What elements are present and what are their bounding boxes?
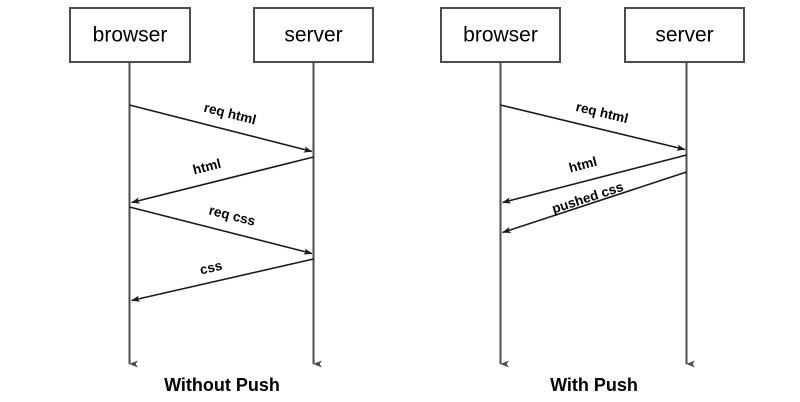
message-arrow-html [131, 156, 314, 204]
message-arrow-req-html [129, 104, 313, 153]
message-req-css: req css [129, 203, 313, 255]
participant-label-server-push: server [655, 24, 713, 47]
participant-label-browser-push: browser [463, 24, 538, 47]
message-pushed-css: pushed css [502, 171, 687, 234]
message-label-html: html [191, 156, 222, 177]
participant-server: server [253, 7, 374, 368]
participant-label-server: server [284, 24, 342, 47]
caption-with-push: With Push [550, 375, 638, 395]
message-arrow-pushed-css [502, 171, 687, 234]
message-req-html: req html [129, 100, 313, 153]
participant-label-browser: browser [93, 24, 168, 47]
participant-server-push: server [624, 7, 745, 368]
message-label-req-css: req css [207, 203, 257, 229]
message-css: css [131, 258, 314, 302]
message-arrow-req-html-push [500, 104, 686, 151]
message-arrow-css [131, 258, 314, 302]
caption-without-push: Without Push [164, 375, 280, 395]
diagram-without-push: browser server req html html req [69, 7, 374, 395]
participant-browser-push: browser [440, 7, 561, 368]
participant-browser: browser [69, 7, 191, 368]
participant-box-server [253, 7, 374, 63]
message-arrow-html-push [502, 154, 687, 204]
diagram-with-push: browser server req html html push [440, 7, 745, 395]
message-label-req-html: req html [202, 100, 257, 128]
participant-box-browser-push [440, 7, 561, 63]
message-label-req-html-push: req html [574, 99, 629, 126]
participant-box-server-push [624, 7, 745, 63]
participant-box-browser [69, 7, 191, 63]
message-label-html-push: html [567, 154, 598, 176]
message-label-pushed-css: pushed css [550, 179, 625, 216]
message-label-css: css [198, 258, 223, 278]
message-req-html-push: req html [500, 99, 686, 151]
message-html: html [131, 156, 314, 204]
message-html-push: html [502, 154, 687, 204]
message-arrow-req-css [129, 206, 313, 255]
